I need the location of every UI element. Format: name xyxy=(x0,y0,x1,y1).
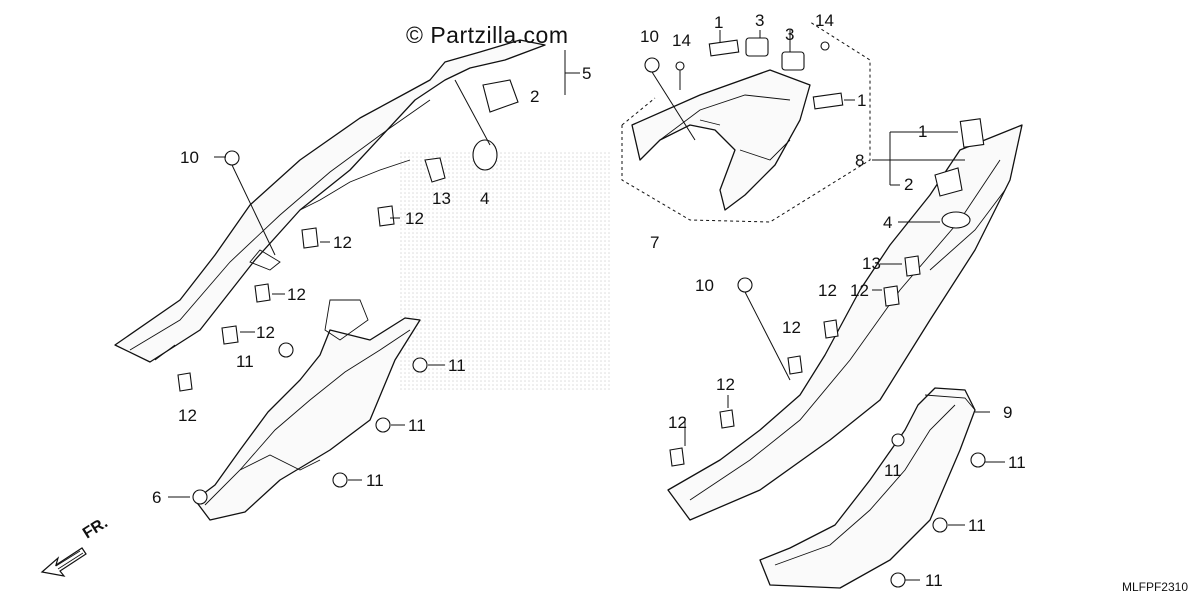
callout-11: 11 xyxy=(448,356,466,375)
callout-12: 12 xyxy=(782,318,801,337)
clip-part-12 xyxy=(221,325,239,345)
callout-10: 10 xyxy=(180,148,199,167)
callout-12: 12 xyxy=(850,281,869,300)
callout-6: 6 xyxy=(152,488,161,507)
screw-part-11 xyxy=(890,572,906,588)
callout-12: 12 xyxy=(287,285,306,304)
callout-13: 13 xyxy=(432,189,451,208)
clip-part-12 xyxy=(883,285,900,307)
left-small-parts xyxy=(177,79,519,505)
callout-1: 1 xyxy=(714,13,723,32)
nut-part-14 xyxy=(675,61,685,71)
callout-13: 13 xyxy=(862,254,881,273)
callout-1: 1 xyxy=(918,122,927,141)
nut-part-14 xyxy=(820,41,830,51)
callout-4: 4 xyxy=(883,213,892,232)
callout-10: 10 xyxy=(640,27,659,46)
callout-7: 7 xyxy=(650,233,659,252)
clip-part-12 xyxy=(787,355,803,375)
rear-center-cover-part-7 xyxy=(631,69,811,211)
callout-12: 12 xyxy=(668,413,687,432)
callout-12: 12 xyxy=(818,281,837,300)
rubber-pad-part-2 xyxy=(934,167,963,197)
callout-8: 8 xyxy=(855,151,864,170)
pad-part-1 xyxy=(959,118,985,148)
callout-3: 3 xyxy=(785,25,794,44)
callout-12: 12 xyxy=(256,323,275,342)
screw-part-10 xyxy=(644,57,660,73)
right-small-parts xyxy=(669,118,986,588)
screw-part-11 xyxy=(891,433,905,447)
pad-part-1 xyxy=(708,39,740,57)
screw-part-6 xyxy=(192,489,208,505)
callout-11: 11 xyxy=(236,352,254,371)
callout-3: 3 xyxy=(755,11,764,30)
pad-part-1 xyxy=(812,92,844,110)
watermark-text: © Partzilla.com xyxy=(406,22,569,48)
callout-9: 9 xyxy=(1003,403,1012,422)
clip-part-13 xyxy=(424,157,446,183)
callout-12: 12 xyxy=(333,233,352,252)
callout-11: 11 xyxy=(366,471,384,490)
screw-part-11 xyxy=(375,417,391,433)
callout-2: 2 xyxy=(530,87,539,106)
clip-part-12 xyxy=(823,319,839,339)
callout-14: 14 xyxy=(672,31,691,50)
screw-part-11 xyxy=(970,452,986,468)
rubber-pad-part-2 xyxy=(482,79,519,113)
screw-part-10 xyxy=(737,277,753,293)
right-side-cover-part-8 xyxy=(667,124,1023,521)
screw-part-11 xyxy=(932,517,948,533)
callout-12: 12 xyxy=(178,406,197,425)
clip-part-13 xyxy=(904,255,921,277)
grommet-part-4 xyxy=(472,139,498,171)
cushion-part-3 xyxy=(781,51,805,71)
callout-10: 10 xyxy=(695,276,714,295)
callout-1: 1 xyxy=(857,91,866,110)
clip-part-12 xyxy=(719,409,735,429)
callouts: 10 14 1 3 3 14 5 2 1 1 8 2 4 7 10 13 4 1… xyxy=(152,11,1026,590)
callout-5: 5 xyxy=(582,64,591,83)
callout-11: 11 xyxy=(884,461,902,480)
honda-watermark-stipple xyxy=(400,150,610,390)
screw-part-11 xyxy=(278,342,294,358)
clip-part-12 xyxy=(177,372,193,392)
left-lower-cover-part-6 xyxy=(194,299,421,521)
front-direction-arrow-icon xyxy=(40,547,87,577)
screw-part-10 xyxy=(224,150,240,166)
left-side-cover-part-5 xyxy=(114,39,546,363)
callout-14: 14 xyxy=(815,11,834,30)
grommet-part-4 xyxy=(941,211,971,229)
cushion-part-3 xyxy=(745,37,769,57)
clip-part-12 xyxy=(669,447,685,467)
callout-11: 11 xyxy=(968,516,986,535)
callout-2: 2 xyxy=(904,175,913,194)
leader-lines xyxy=(168,30,1005,581)
callout-11: 11 xyxy=(1008,453,1026,472)
callout-4: 4 xyxy=(480,189,489,208)
clip-part-12 xyxy=(301,227,319,249)
diagram-code: MLFPF2310 xyxy=(1121,580,1188,594)
callout-11: 11 xyxy=(408,416,426,435)
callout-11: 11 xyxy=(925,571,943,590)
center-small-parts xyxy=(644,37,844,110)
callout-12: 12 xyxy=(405,209,424,228)
clip-part-12 xyxy=(377,205,395,227)
callout-12: 12 xyxy=(716,375,735,394)
screw-part-11 xyxy=(332,472,348,488)
clip-part-12 xyxy=(254,283,271,303)
right-lower-cover-part-9 xyxy=(759,387,976,589)
screw-part-11 xyxy=(412,357,428,373)
